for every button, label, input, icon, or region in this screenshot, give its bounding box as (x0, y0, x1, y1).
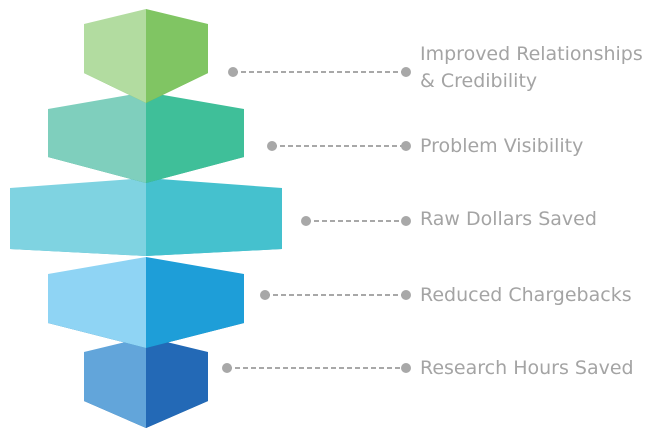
label-line-2: & Credibility (420, 70, 538, 92)
connector-start-dot (222, 363, 232, 373)
connector-start-dot (228, 67, 238, 77)
label-problem-visibility: Problem Visibility (420, 135, 584, 157)
layer-raw-dollars-saved (10, 178, 282, 256)
layer-improved-relationships (84, 9, 208, 103)
label-improved-relationships: Improved Relationships & Credibility (420, 41, 643, 95)
connector-end-dot (401, 216, 411, 226)
connector-reduced-chargebacks (260, 290, 411, 300)
connector-start-dot (267, 141, 277, 151)
connector-end-dot (401, 67, 411, 77)
connector-end-dot (401, 290, 411, 300)
label-line-1: Improved Relationships (420, 43, 643, 65)
layer-left-face (10, 178, 146, 256)
label-raw-dollars-saved: Raw Dollars Saved (420, 208, 597, 230)
connector-start-dot (301, 216, 311, 226)
label-reduced-chargebacks: Reduced Chargebacks (420, 284, 632, 306)
connector-research-hours-saved (222, 363, 411, 373)
connector-raw-dollars-saved (301, 216, 411, 226)
connector-problem-visibility (267, 141, 411, 151)
connector-end-dot (401, 141, 411, 151)
connector-start-dot (260, 290, 270, 300)
layer-left-face (48, 92, 146, 183)
label-research-hours-saved: Research Hours Saved (420, 357, 634, 379)
layer-left-face (48, 257, 146, 348)
layer-left-face (84, 9, 146, 103)
layer-right-face (146, 178, 282, 256)
connector-improved-relationships (228, 67, 411, 77)
layer-right-face (146, 337, 208, 428)
layer-reduced-chargebacks (48, 257, 244, 348)
layer-research-hours-saved (84, 337, 208, 428)
connector-end-dot (401, 363, 411, 373)
layer-right-face (146, 9, 208, 103)
layer-right-face (146, 257, 244, 348)
layer-right-face (146, 92, 244, 183)
layer-problem-visibility (48, 92, 244, 183)
layer-left-face (84, 337, 146, 428)
